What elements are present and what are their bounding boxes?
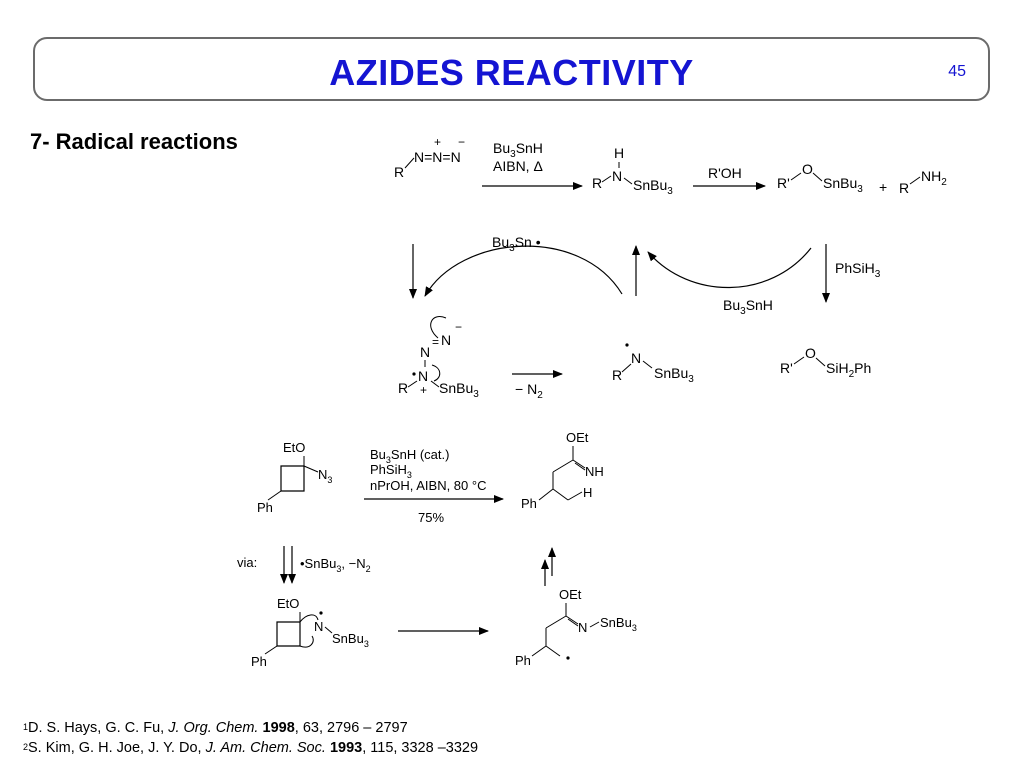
cyclobutyl-aminyl-intermediate: EtO N SnBu3 Ph (251, 596, 369, 669)
yield: 75% (418, 510, 444, 525)
svg-text:N: N (314, 619, 323, 634)
svg-text:H: H (583, 485, 592, 500)
reagent-aibn: AIBN, Δ (493, 158, 543, 174)
reagent-roh: R'OH (708, 165, 742, 181)
ref-number: 2 (23, 742, 29, 752)
reagent-bu3snh: Bu3SnH (493, 140, 543, 160)
aminyl-radical: N R SnBu3 (612, 343, 694, 385)
svg-text:R: R (612, 367, 622, 383)
curly-arrow (430, 316, 447, 339)
reference-1: 1D. S. Hays, G. C. Fu, J. Org. Chem. 199… (23, 718, 478, 738)
svg-text:SnBu3: SnBu3 (654, 365, 694, 385)
references: 1D. S. Hays, G. C. Fu, J. Org. Chem. 199… (23, 718, 478, 758)
svg-text:N: N (612, 168, 622, 184)
scheme-1: R N=N=N + − Bu3SnH AIBN, Δ H N R SnBu3 R… (394, 135, 947, 401)
plus-sign: + (879, 179, 887, 195)
svg-text:R: R (398, 380, 408, 396)
primary-amine: R NH2 (899, 168, 947, 196)
svg-text:O: O (805, 345, 816, 361)
cond-phsih3: PhSiH3 (370, 462, 412, 480)
svg-text:OEt: OEt (559, 587, 582, 602)
ref-year: 1993 (329, 740, 363, 756)
title-box: AZIDES REACTIVITY 45 (33, 37, 990, 101)
svg-text:R': R' (780, 360, 793, 376)
svg-text:Ph: Ph (251, 654, 267, 669)
svg-text:N=N=N: N=N=N (414, 149, 461, 165)
label-bu3sn-radical: Bu3Sn • (492, 234, 541, 254)
stannyl-ether: R' O SnBu3 (777, 161, 863, 195)
svg-text:R: R (899, 180, 909, 196)
svg-text:N: N (441, 332, 451, 348)
svg-text:SnBu3: SnBu3 (439, 380, 479, 400)
cond-solvent: nPrOH, AIBN, 80 °C (370, 478, 486, 493)
svg-text:−: − (458, 135, 465, 149)
svg-text:EtO: EtO (283, 440, 305, 455)
svg-text:−: − (455, 320, 462, 334)
svg-text:R: R (394, 164, 404, 180)
svg-text:+: + (420, 383, 427, 397)
ref-details: , 115, 3328 –3329 (362, 740, 479, 756)
svg-text:R: R (592, 175, 602, 191)
svg-text:EtO: EtO (277, 596, 299, 611)
arc-arrow-right (647, 247, 812, 289)
arc-arrow-left (424, 245, 623, 297)
svg-text:N: N (420, 344, 430, 360)
label-bu3snh: Bu3SnH (723, 297, 773, 317)
triazenyl-radical: − N = N N R + SnBu3 (398, 316, 479, 400)
svg-text:=: = (432, 335, 439, 349)
alkyl-azide: R N=N=N + − (394, 135, 465, 180)
svg-text:H: H (614, 145, 624, 161)
label-minus-n2: − N2 (515, 381, 543, 401)
svg-text:Ph: Ph (257, 500, 273, 515)
reference-2: 2S. Kim, G. H. Joe, J. Y. Do, J. Am. Che… (23, 738, 478, 758)
scheme-2: EtO N3 Ph Bu3SnH (cat.) PhSiH3 nPrOH, AI… (237, 430, 637, 669)
label-phsih3: PhSiH3 (835, 260, 881, 280)
svg-text:N3: N3 (318, 467, 332, 485)
svg-text:N: N (631, 350, 641, 366)
silyl-ether: R' O SiH2Ph (780, 345, 871, 380)
cyclobutyl-azide: EtO N3 Ph (257, 440, 332, 515)
svg-text:Ph: Ph (515, 653, 531, 668)
section-heading: 7- Radical reactions (30, 129, 238, 154)
svg-text:R': R' (777, 175, 790, 191)
open-chain-radical: OEt N SnBu3 Ph (515, 587, 637, 668)
ref-journal: J. Org. Chem. (168, 720, 259, 736)
svg-text:O: O (802, 161, 813, 177)
svg-text:SnBu3: SnBu3 (823, 175, 863, 195)
via-label: via: (237, 555, 257, 570)
page-number: 45 (948, 63, 966, 80)
svg-text:NH2: NH2 (921, 168, 947, 188)
svg-text:+: + (434, 135, 441, 149)
svg-text:OEt: OEt (566, 430, 589, 445)
slide-title: AZIDES REACTIVITY (329, 52, 694, 93)
svg-text:SnBu3: SnBu3 (332, 631, 369, 649)
ref-number: 1 (23, 722, 29, 732)
svg-text:SnBu3: SnBu3 (633, 177, 673, 197)
stannyl-amine: H N R SnBu3 (592, 145, 673, 197)
ref-year: 1998 (262, 720, 295, 736)
svg-text:SnBu3: SnBu3 (600, 615, 637, 633)
via-reagents: •SnBu3, −N2 (300, 556, 371, 574)
ref-details: , 63, 2796 – 2797 (294, 720, 408, 736)
svg-text:NH: NH (585, 464, 604, 479)
imidate-product: OEt NH H Ph (521, 430, 604, 511)
svg-text:Ph: Ph (521, 496, 537, 511)
svg-text:N: N (418, 368, 428, 384)
svg-text:SiH2Ph: SiH2Ph (826, 360, 871, 380)
svg-text:N: N (578, 620, 587, 635)
ref-authors: S. Kim, G. H. Joe, J. Y. Do, (28, 740, 206, 756)
ref-authors: D. S. Hays, G. C. Fu, (28, 720, 169, 736)
ref-journal: J. Am. Chem. Soc. (205, 740, 326, 756)
